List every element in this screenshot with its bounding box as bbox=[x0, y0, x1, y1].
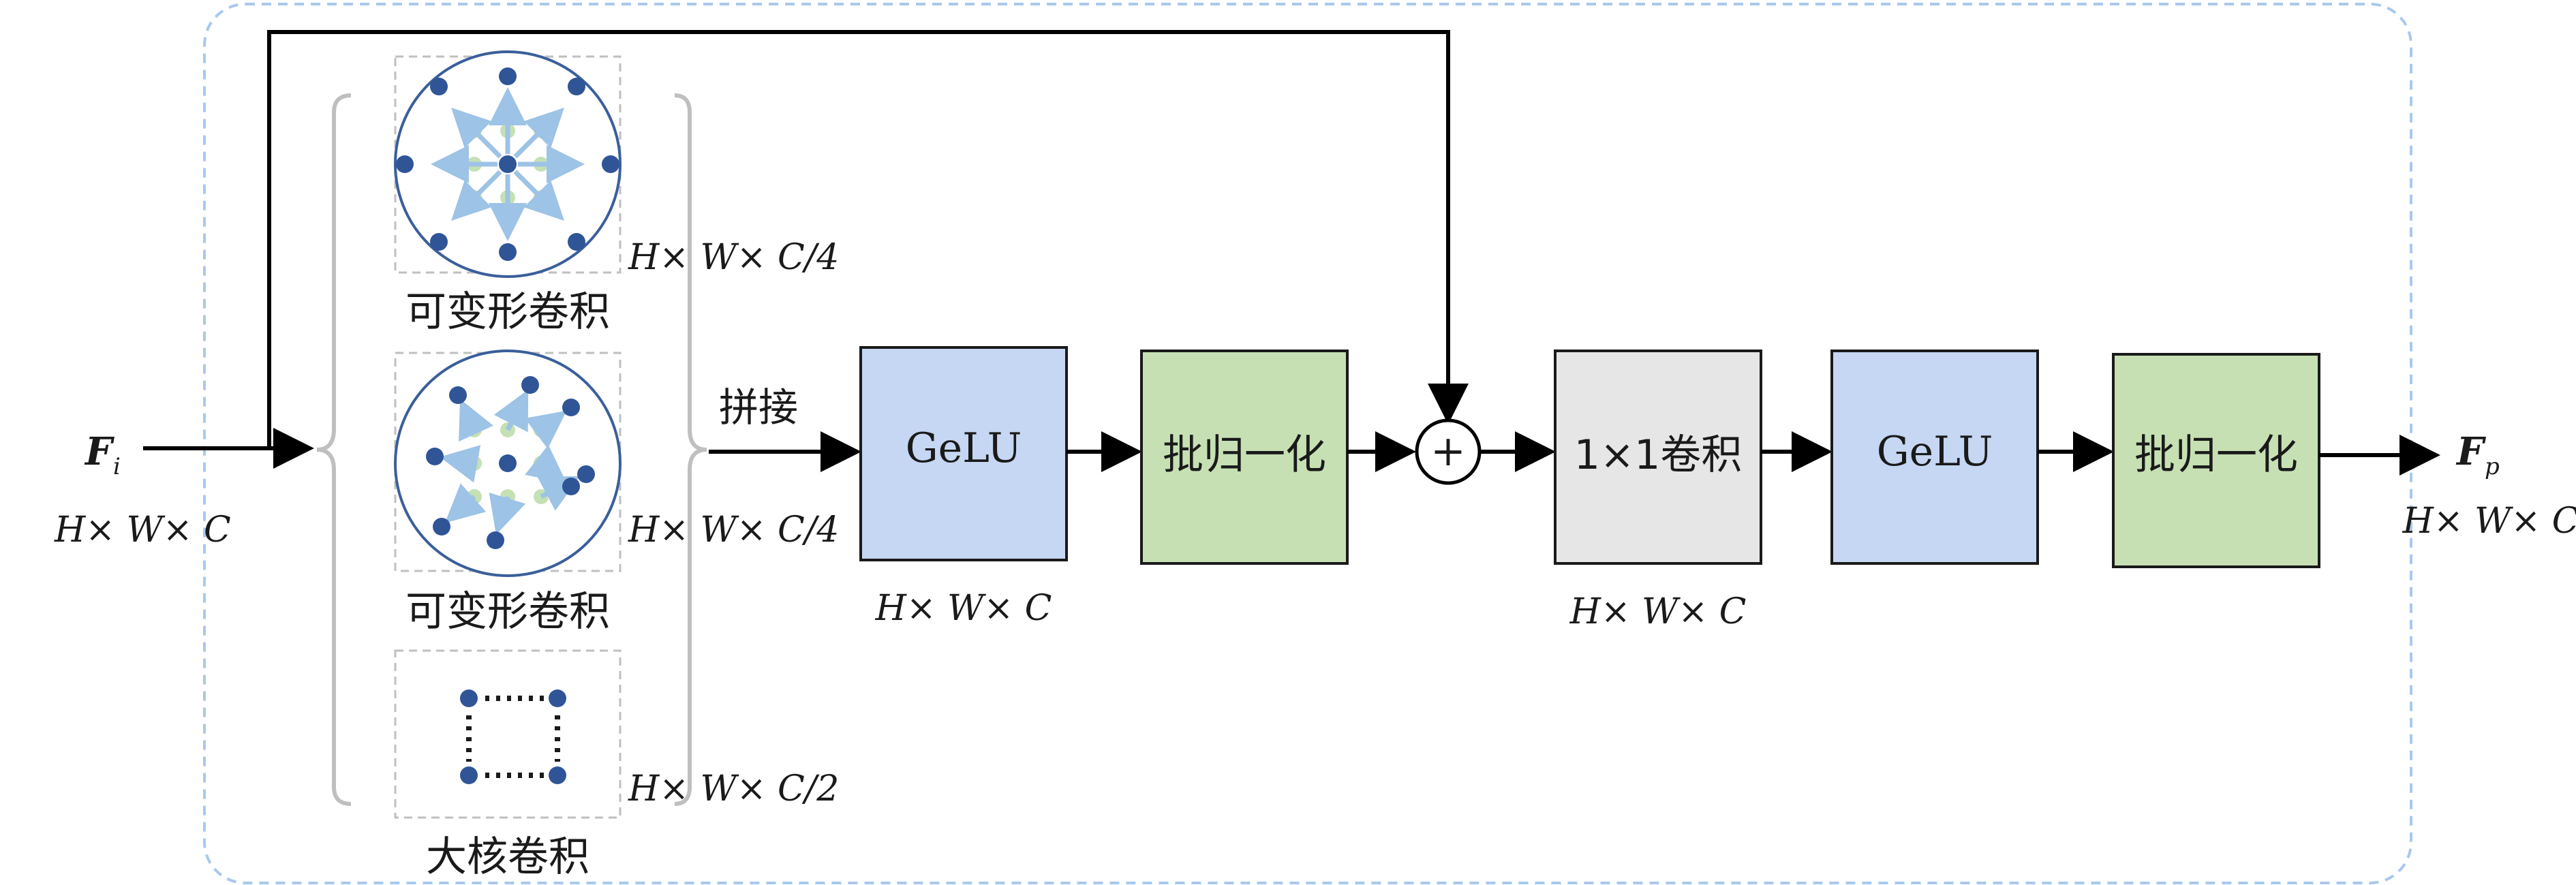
left-brace bbox=[316, 93, 352, 806]
branch-3-label: 大核卷积 bbox=[426, 833, 589, 881]
add-symbol: + bbox=[1430, 426, 1466, 476]
svg-text:F: F bbox=[2455, 429, 2487, 474]
branch-2-label: 可变形卷积 bbox=[405, 588, 610, 636]
input-feature: F i bbox=[84, 429, 121, 480]
branch-2-dims: H× W× C/4 bbox=[628, 510, 839, 550]
branch-3-kernel-corners bbox=[460, 689, 566, 784]
concat-label: 拼接 bbox=[719, 384, 798, 431]
output-dims: H× W× C bbox=[2402, 501, 2576, 542]
branch-3-large-kernel-conv bbox=[394, 649, 622, 819]
branch-1-label: 可变形卷积 bbox=[405, 288, 610, 336]
branch-2-deformable-conv bbox=[394, 350, 622, 577]
batchnorm-block-1 bbox=[1140, 350, 1349, 565]
right-brace bbox=[674, 93, 707, 806]
conv1x1-block bbox=[1554, 350, 1762, 565]
gelu-block-2 bbox=[1830, 350, 2039, 565]
gelu-block-1-dims: H× W× C bbox=[875, 588, 1052, 629]
output-feature: F p bbox=[2455, 429, 2500, 480]
gelu-block-1-label: GeLU bbox=[906, 424, 1022, 472]
batchnorm-block-2-label: 批归一化 bbox=[2134, 431, 2298, 479]
gelu-block-1 bbox=[859, 346, 1068, 561]
branch-3-dims: H× W× C/2 bbox=[628, 768, 839, 809]
branch-1-dark-dots bbox=[396, 67, 619, 261]
branch-1-deformable-conv bbox=[394, 50, 622, 278]
branch-1-dims: H× W× C/4 bbox=[628, 237, 839, 278]
conv1x1-block-dims: H× W× C bbox=[1569, 591, 1747, 632]
branch-3-kernel-edges bbox=[466, 696, 560, 778]
svg-text:p: p bbox=[2485, 453, 2500, 480]
conv1x1-block-label: 1×1卷积 bbox=[1574, 431, 1743, 479]
branch-1-offset-arrows bbox=[431, 87, 585, 241]
batchnorm-block-2 bbox=[2112, 353, 2320, 568]
svg-text:i: i bbox=[113, 453, 121, 480]
svg-text:F: F bbox=[84, 429, 115, 474]
skip-connection bbox=[267, 30, 1469, 448]
batchnorm-block-1-label: 批归一化 bbox=[1163, 431, 1326, 479]
input-dims: H× W× C bbox=[54, 510, 231, 550]
branch-3-frame bbox=[394, 649, 622, 819]
gelu-block-2-label: GeLU bbox=[1877, 428, 1993, 476]
branch-2-dark-dots bbox=[426, 376, 595, 549]
